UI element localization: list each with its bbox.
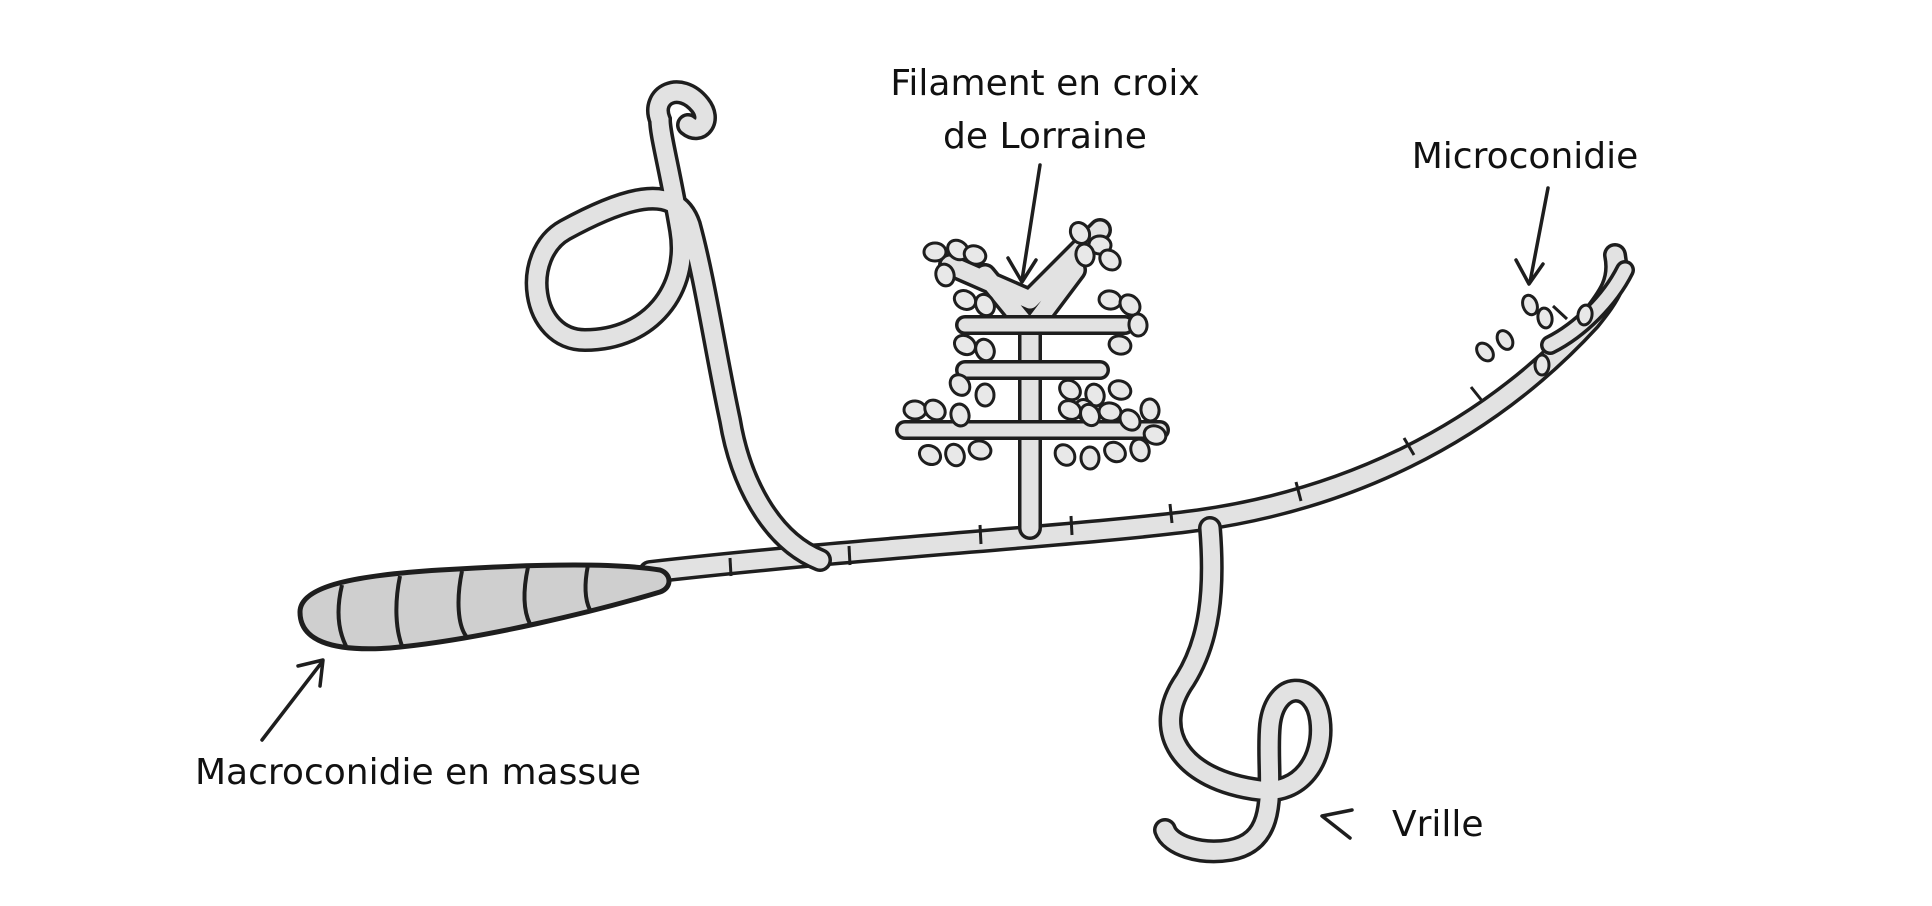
lorraine-conidia	[902, 221, 1168, 471]
label-vrille: Vrille	[1392, 804, 1484, 845]
lorraine-conidium	[1107, 334, 1133, 356]
label-filament-line1: Filament en croix	[890, 63, 1199, 104]
lorraine-conidium	[974, 292, 996, 318]
lorraine-conidium	[949, 402, 971, 428]
microconidium	[1475, 341, 1495, 363]
lorraine-conidium	[1103, 440, 1127, 464]
microconidium	[1533, 353, 1551, 377]
lorraine-conidium	[1118, 408, 1142, 432]
lorraine-conidium	[1084, 382, 1106, 408]
filament-arrow	[1006, 163, 1042, 284]
label-macroconidie: Macroconidie en massue	[195, 752, 641, 793]
lorraine-conidium	[948, 373, 972, 397]
lorraine-conidium	[1079, 445, 1101, 471]
lower-tendril-branch	[1153, 516, 1333, 864]
microconidium	[1495, 329, 1515, 351]
lorraine-conidium	[1142, 424, 1168, 446]
lorraine-conidium	[974, 337, 996, 363]
macroconidie-septa	[336, 564, 592, 647]
lorraine-conidium	[922, 241, 948, 263]
lorraine-conidium	[934, 262, 956, 288]
macroconidie-arrow	[260, 658, 325, 742]
lorraine-conidium	[944, 442, 966, 468]
lorraine-conidium	[917, 443, 943, 467]
lorraine-conidium	[1068, 221, 1092, 245]
microconidium	[1576, 303, 1594, 327]
microconidium	[1521, 293, 1539, 317]
lorraine-conidium	[1107, 379, 1133, 401]
vrille-arrow	[1320, 808, 1354, 840]
lorraine-conidium	[974, 382, 996, 408]
microconidie-arrow	[1514, 186, 1550, 286]
label-filament-line2: de Lorraine	[943, 116, 1147, 157]
lorraine-conidium	[923, 398, 947, 422]
lorraine-conidium	[1129, 437, 1151, 463]
main-hypha-septa	[728, 304, 1569, 577]
lorraine-conidium	[962, 244, 988, 266]
lorraine-conidium	[1127, 312, 1149, 338]
lorraine-cross	[895, 218, 1170, 540]
lorraine-conidium	[1058, 378, 1082, 402]
microconidia	[1475, 293, 1594, 377]
lorraine-conidium	[1139, 397, 1161, 423]
macroconidie	[297, 562, 672, 652]
upper-spiral-branch	[524, 80, 832, 572]
lorraine-conidium	[902, 399, 928, 421]
lorraine-conidium	[1098, 248, 1122, 272]
label-microconidie: Microconidie	[1412, 136, 1639, 177]
lorraine-conidium	[967, 439, 993, 461]
lorraine-conidium	[1074, 242, 1096, 268]
lorraine-conidium	[1053, 443, 1077, 467]
microconidium	[1536, 306, 1554, 330]
